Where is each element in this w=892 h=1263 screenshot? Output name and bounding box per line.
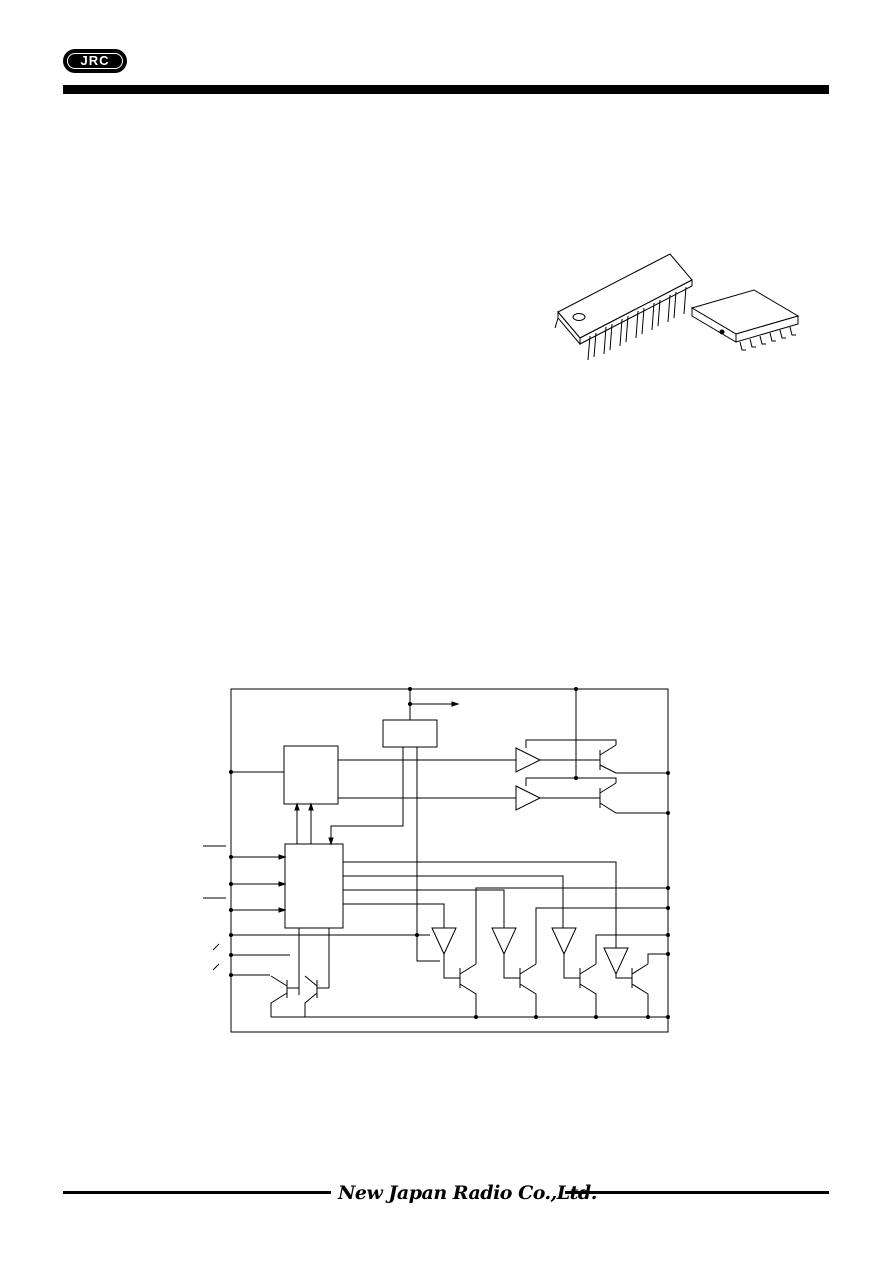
footer-rule-left bbox=[63, 1191, 331, 1194]
logo-text: JRC bbox=[67, 53, 123, 69]
header-rule bbox=[63, 85, 829, 94]
footer-rule-right bbox=[565, 1191, 829, 1194]
block-diagram bbox=[203, 687, 670, 1033]
footer-company-name: New Japan Radio Co.,Ltd. bbox=[338, 1182, 597, 1204]
jrc-logo: JRC bbox=[63, 49, 127, 73]
package-illustration bbox=[554, 253, 800, 361]
